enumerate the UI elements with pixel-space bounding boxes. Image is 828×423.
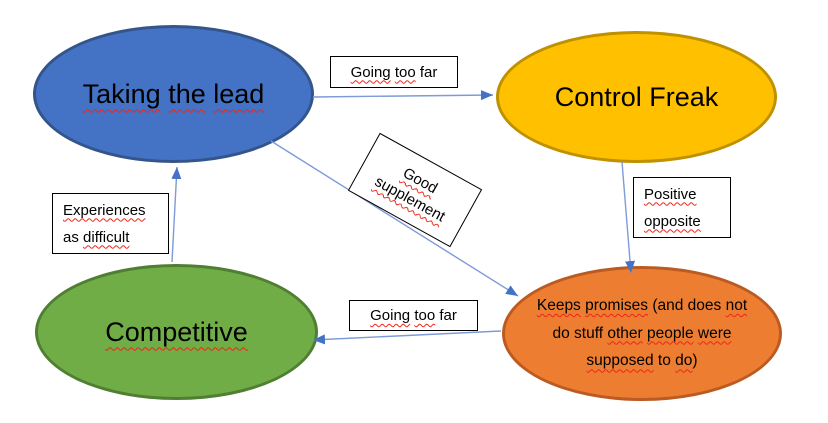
arrow-control-freak-to-keeps-promises[interactable] [621,161,636,274]
edge-label-going-too-far-bottom-text: Going too far [370,307,457,324]
node-taking-the-lead[interactable]: Taking the lead [33,25,314,163]
node-control-freak[interactable]: Control Freak [496,31,777,163]
node-competitive[interactable]: Competitive [35,264,318,400]
arrow-competitive-to-taking-lead[interactable] [171,166,182,263]
node-taking-the-lead-label: Taking the lead [82,78,265,109]
arrow-keeps-promises-to-competitive[interactable] [312,330,502,345]
node-competitive-label: Competitive [105,316,248,347]
arrow-taking-lead-to-keeps-promises[interactable] [270,140,519,297]
arrow-taking-lead-to-control-freak[interactable] [312,90,494,101]
edge-label-going-too-far-bottom[interactable]: Going too far [349,300,478,331]
node-control-freak-label: Control Freak [554,81,719,112]
edge-label-going-too-far-top-text: Going too far [350,63,438,81]
edge-label-going-too-far-top[interactable]: Going too far [330,56,458,88]
